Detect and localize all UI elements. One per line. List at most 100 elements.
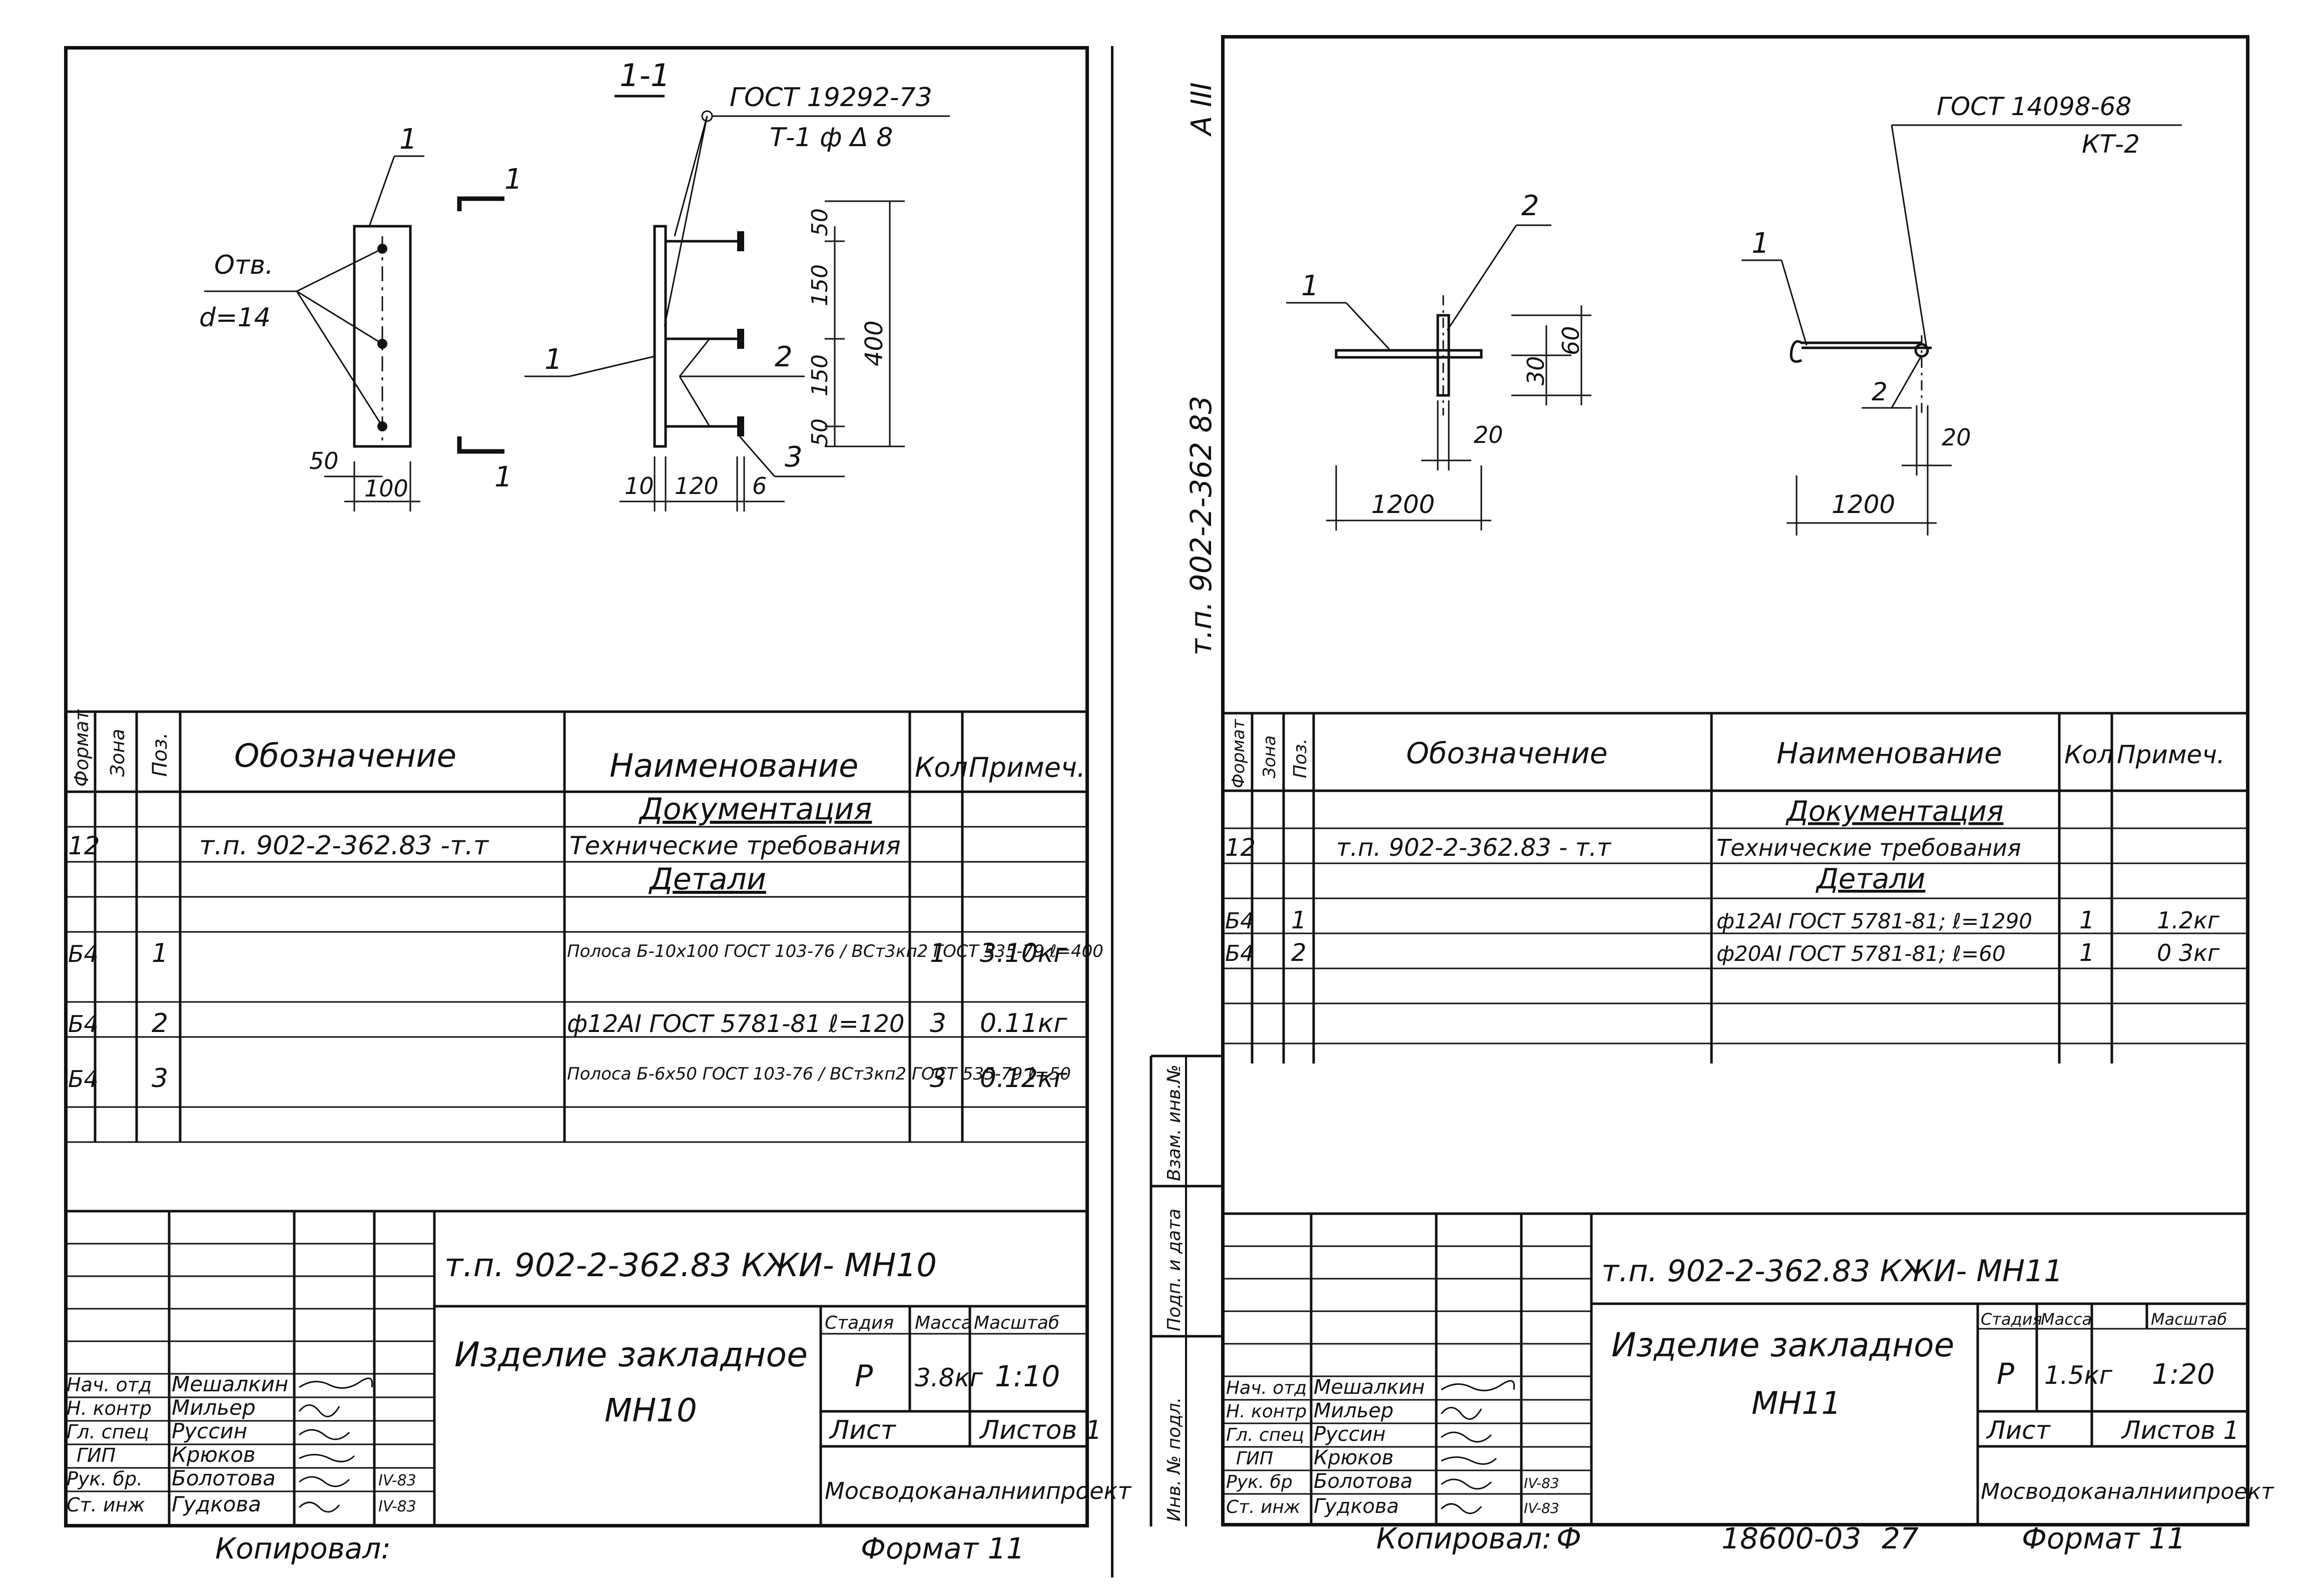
footer-format-right: Формат 11 (2022, 1521, 2186, 1555)
plate-front-view (353, 225, 412, 448)
row-section-details: Детали (648, 862, 766, 897)
footer-format-left: Формат 11 (861, 1531, 1025, 1565)
signer-name: Мешалкин (172, 1372, 288, 1396)
drawing-mn10: Отв. d=14 1 1 1 100 50 1-1 ГОСТ 19292 (199, 57, 950, 511)
mass-label: Масса (2041, 1310, 2092, 1329)
signer-role: Гл. спец (1226, 1425, 1304, 1445)
signer-role: Ст. инж (1226, 1497, 1301, 1517)
org-name: Мосводоканалниипроект (825, 1477, 1131, 1504)
row3-note: 1.2кг (2157, 907, 2220, 934)
spec-table-right: Формат Зона Поз. Обозначение Наименовани… (1221, 712, 2249, 1063)
sheet-right-frame (1221, 35, 2249, 1526)
signature (299, 1377, 373, 1389)
row4-note: 0 3кг (2157, 939, 2220, 966)
signer-date: IV-83 (378, 1472, 416, 1489)
weld-code-right: КТ-2 (2082, 130, 2140, 159)
row3-name: Полоса Б-10х100 ГОСТ 103-76 / ВСт3кп2 ГО… (567, 941, 1103, 961)
dim-v-150a: 150 (807, 264, 833, 306)
weld-std: ГОСТ 19292-73 (730, 83, 932, 113)
row5-qty: 3 (930, 1063, 946, 1094)
hdr-qty: Кол (915, 752, 968, 783)
footer-page-right: 27 (1882, 1521, 1919, 1555)
hdr-designation: Обозначение (1406, 736, 1607, 770)
sign-date-label: Подп. и дата (1164, 1209, 1185, 1331)
dim-1200a: 1200 (1371, 490, 1435, 519)
mass-value: 1.5кг (2044, 1361, 2113, 1390)
weld-code: Т-1 ф Δ 8 (770, 123, 893, 153)
signature (299, 1454, 355, 1462)
signature (1441, 1431, 1492, 1443)
row1-format: 12 (68, 831, 100, 860)
footer-number-right: 18600-03 (1721, 1521, 1862, 1555)
stage-label: Стадия (825, 1313, 894, 1333)
signer-name: Болотова (1314, 1470, 1413, 1493)
hdr-zone: Зона (107, 729, 129, 777)
row4-format: Б4 (1225, 941, 1254, 966)
hdr-name: Наименование (610, 748, 858, 785)
cut-mark-bottom (457, 436, 504, 454)
signer-name: Болотова (172, 1466, 276, 1490)
signer-date: IV-83 (378, 1498, 416, 1515)
signer-role: Ст. инж (67, 1494, 145, 1516)
signer-date: IV-83 (1524, 1475, 1559, 1491)
row3-pos: 1 (152, 938, 168, 968)
pos1-label-right: 1 (1752, 227, 1770, 260)
title-block-right: т.п. 902-2-362.83 КЖИ- МН11 Изделие закл… (1221, 1212, 2274, 1526)
row-section-docs: Документация (638, 792, 872, 827)
sheet-label: Лист (829, 1415, 896, 1445)
inv-replace-label: Взам. инв.№ (1164, 1065, 1185, 1181)
signer-name: Крюков (1314, 1446, 1394, 1469)
row3-note: 3.10кг (980, 938, 1067, 968)
mass-label: Масса (915, 1313, 972, 1333)
pos1-label-left: 1 (1301, 270, 1319, 302)
side-strip: А III т.п. 902-2-362 83 Взам. инв.№ Подп… (1149, 82, 1221, 1526)
cut-mark-top (457, 196, 504, 211)
row5-pos: 3 (152, 1063, 168, 1094)
signer-date: IV-83 (1524, 1500, 1559, 1516)
signature (298, 1404, 340, 1417)
hdr-format: Формат (71, 709, 93, 787)
dim-6: 6 (752, 472, 767, 499)
bar-pos1-side (1335, 349, 1483, 359)
dim-v-400: 400 (860, 320, 888, 366)
pos2-label-right: 2 (1872, 377, 1888, 406)
row5-name: Полоса Б-6х50 ГОСТ 103-76 / ВСт3кп2 ГОСТ… (567, 1064, 1071, 1084)
hdr-zone: Зона (1260, 735, 1280, 778)
signer-name: Руссин (172, 1419, 247, 1443)
hdr-format: Формат (1229, 719, 1249, 788)
signer-role: Н. контр (67, 1397, 152, 1419)
signature (1440, 1503, 1482, 1514)
title-line-1: Изделие закладное (1611, 1326, 1954, 1364)
signer-role: Нач. отд (1226, 1378, 1307, 1398)
hdr-designation: Обозначение (234, 738, 456, 775)
row-section-details: Детали (1815, 863, 1925, 895)
weld-std-right: ГОСТ 14098-68 (1937, 92, 2131, 121)
row4-pos: 2 (152, 1008, 168, 1038)
signer-role: Гл. спец (67, 1421, 149, 1443)
dim-30: 30 (1522, 356, 1549, 385)
row4-qty: 1 (2079, 939, 2095, 967)
signer-name: Гудкова (1314, 1495, 1399, 1518)
row1-name: Технические требования (1716, 834, 2021, 861)
hole-label-1: Отв. (214, 250, 273, 280)
title-line-1: Изделие закладное (454, 1335, 808, 1375)
signature (299, 1429, 350, 1440)
row1-designation: т.п. 902-2-362.83 -т.т (199, 831, 489, 861)
signer-role: Рук. бр (1226, 1472, 1293, 1492)
scale-label: Масштаб (2151, 1310, 2227, 1329)
signer-name: Руссин (1314, 1423, 1386, 1446)
signer-role: Рук. бр. (67, 1468, 143, 1490)
sheets-label: Листов 1 (2121, 1416, 2239, 1445)
hole-leader-1 (296, 248, 383, 292)
row-section-docs: Документация (1785, 795, 2003, 828)
cut-mark-bottom-label: 1 (494, 461, 512, 493)
pos1-label-section: 1 (544, 343, 562, 376)
hdr-pos: Поз. (149, 732, 172, 777)
row4-name: ф12АI ГОСТ 5781-81 ℓ=120 (567, 1010, 904, 1038)
signer-role: Нач. отд (67, 1374, 152, 1396)
footer-copied-left: Копировал: (215, 1531, 391, 1565)
signature (1440, 1407, 1482, 1420)
dim-v-50a: 50 (807, 208, 833, 236)
drawing-mn11: 1 2 30 60 20 1200 1 ГОСТ 14098-68 КТ-2 (1286, 92, 2182, 536)
hole-leader-2 (296, 290, 383, 345)
